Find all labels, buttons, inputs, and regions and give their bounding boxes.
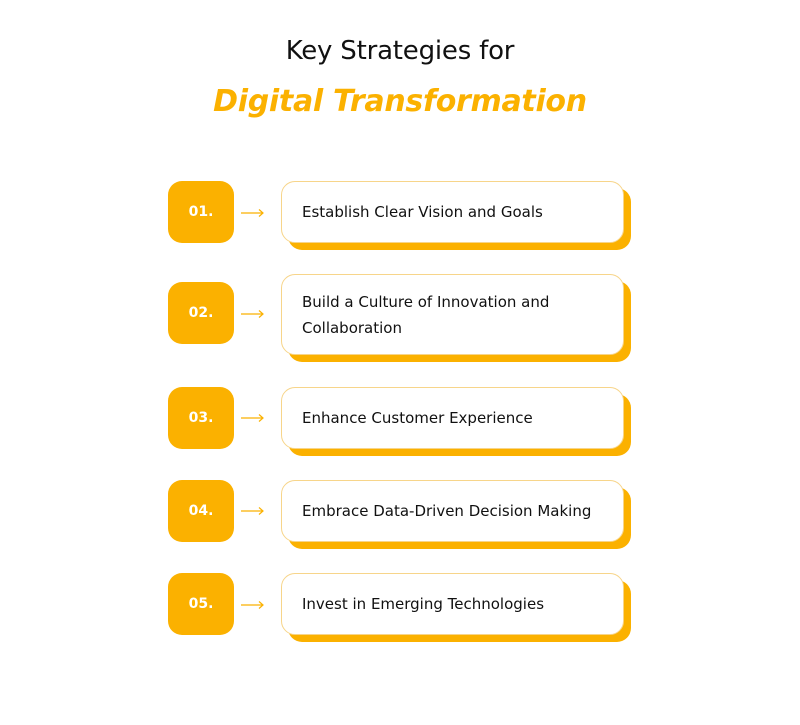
title-line-1: Key Strategies for (285, 36, 515, 66)
step-card: Invest in Emerging Technologies (281, 573, 624, 635)
step-text: Enhance Customer Experience (302, 409, 533, 427)
step-text: Establish Clear Vision and Goals (302, 203, 543, 221)
step-card: Enhance Customer Experience (281, 387, 624, 449)
title-line-2: Digital Transformation (213, 84, 587, 119)
step-number-badge: 03. (168, 387, 234, 449)
step-number-badge: 02. (168, 282, 234, 344)
step-text: Build a Culture of Innovation and Collab… (302, 292, 550, 337)
arrow-right-icon (241, 309, 265, 319)
arrow-right-icon (241, 208, 265, 218)
arrow-right-icon (241, 413, 265, 423)
arrow-right-icon (241, 506, 265, 516)
step-text: Invest in Emerging Technologies (302, 595, 545, 613)
arrow-right-icon (241, 600, 265, 610)
step-text: Embrace Data-Driven Decision Making (302, 502, 592, 520)
step-number-badge: 05. (168, 573, 234, 635)
step-number-badge: 01. (168, 181, 234, 243)
step-card: Build a Culture of Innovation and Collab… (281, 274, 624, 355)
step-card: Embrace Data-Driven Decision Making (281, 480, 624, 542)
step-card: Establish Clear Vision and Goals (281, 181, 624, 243)
step-number-badge: 04. (168, 480, 234, 542)
